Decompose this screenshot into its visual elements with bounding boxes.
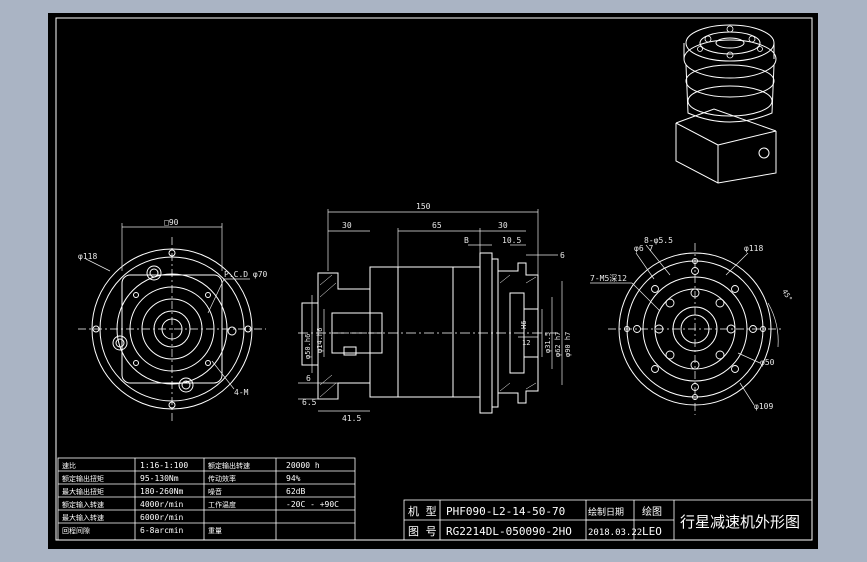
dim-rear-109: φ109 xyxy=(754,402,773,411)
front-view xyxy=(78,223,266,423)
side-view xyxy=(298,209,563,414)
tb-model: PHF090-L2-14-50-70 xyxy=(446,505,565,518)
dim-front-outer: φ118 xyxy=(78,252,97,261)
tb-label-drawing-no: 图 号 xyxy=(408,525,437,538)
spec-cell-label-a: 回程间隙 xyxy=(62,526,90,535)
dim-total-length: 150 xyxy=(416,202,431,211)
spec-cell-value-b: -20C - +90C xyxy=(286,500,339,509)
tb-label-made-by: 绘图 xyxy=(642,505,662,518)
spec-cell-value-b: 20000 h xyxy=(286,461,320,470)
dim-45-deg: 45° xyxy=(780,288,793,303)
dim-62-h7: φ62 h7 xyxy=(554,332,562,357)
spec-cell-label-b: 工作温度 xyxy=(208,500,236,509)
dim-left-30: 30 xyxy=(342,221,352,230)
tb-part-no: RG2214DL-050090-2HO xyxy=(446,525,572,538)
spec-cell-value-a: 6000r/min xyxy=(140,513,184,522)
dim-12: 12 xyxy=(522,339,530,347)
spec-cell-label-a: 额定输出扭矩 xyxy=(62,474,104,483)
spec-cell-label-b: 重量 xyxy=(208,527,222,535)
dim-10-5: 10.5 xyxy=(502,236,521,245)
isometric-view xyxy=(675,24,777,184)
dim-6-left: 6 xyxy=(306,374,311,383)
dim-b: B xyxy=(464,236,469,245)
spec-cell-value-a: 6-8arcmin xyxy=(140,526,184,535)
spec-cell-label-b: 传动效率 xyxy=(208,474,236,483)
rear-view xyxy=(590,243,782,415)
spec-cell-label-b: 噪音 xyxy=(208,487,222,496)
dim-6-top: 6 xyxy=(560,251,565,260)
tb-label-date: 绘制日期 xyxy=(588,506,624,518)
spec-cell-label-a: 速比 xyxy=(62,461,76,470)
spec-cell-value-a: 180-260Nm xyxy=(140,487,184,496)
dim-6-7: φ6 7 xyxy=(634,244,653,253)
dim-pcd: P.C.D φ70 xyxy=(224,270,268,279)
spec-cell-value-a: 4000r/min xyxy=(140,500,184,509)
dim-square: □90 xyxy=(164,218,179,227)
dim-8-holes: 8-φ5.5 xyxy=(644,236,673,245)
spec-cell-label-b: 额定输出转速 xyxy=(208,461,250,470)
spec-cell-value-a: 1:16-1:100 xyxy=(140,461,188,470)
dim-holes: 4-M xyxy=(234,388,249,397)
dim-90-h7: φ90 h7 xyxy=(564,332,572,357)
dim-31-5: φ31.5 xyxy=(544,332,552,353)
dim-41-5: 41.5 xyxy=(342,414,361,423)
tb-title: 行星减速机外形图 xyxy=(680,513,800,531)
dim-14-h6: φ14.h6 xyxy=(316,328,324,353)
spec-cell-value-b: 94% xyxy=(286,474,301,483)
tb-label-model: 机 型 xyxy=(408,504,437,518)
cad-drawing: □90 φ118 P.C.D φ70 4-M xyxy=(55,17,813,541)
spec-cell-label-a: 额定输入转速 xyxy=(62,500,104,509)
drawing-sheet: □90 φ118 P.C.D φ70 4-M xyxy=(48,13,818,549)
dim-6-5-left: 6.5 xyxy=(302,398,317,407)
dim-mid-65: 65 xyxy=(432,221,442,230)
spec-rows: 速比 1:16-1:100 额定输出转速 20000 h 额定输出扭矩 95-130Nm 传… xyxy=(62,461,339,535)
spec-cell-value-a: 95-130Nm xyxy=(140,474,179,483)
tb-drawer: LEO xyxy=(642,525,662,538)
spec-table xyxy=(57,457,356,541)
title-block xyxy=(403,499,813,541)
dim-rear-118: φ118 xyxy=(744,244,763,253)
dim-h6: H6 xyxy=(520,321,528,329)
tb-date: 2018.03.22 xyxy=(588,528,642,538)
dim-50-h6: φ50.h6 xyxy=(304,334,312,359)
spec-cell-value-b: 62dB xyxy=(286,487,305,496)
dim-right-30: 30 xyxy=(498,221,508,230)
spec-cell-label-a: 最大输出扭矩 xyxy=(62,487,104,496)
spec-cell-label-a: 最大输入转速 xyxy=(62,513,104,522)
dim-7-m5: 7-M5深12 xyxy=(590,274,627,283)
dim-rear-50: φ50 xyxy=(760,358,775,367)
